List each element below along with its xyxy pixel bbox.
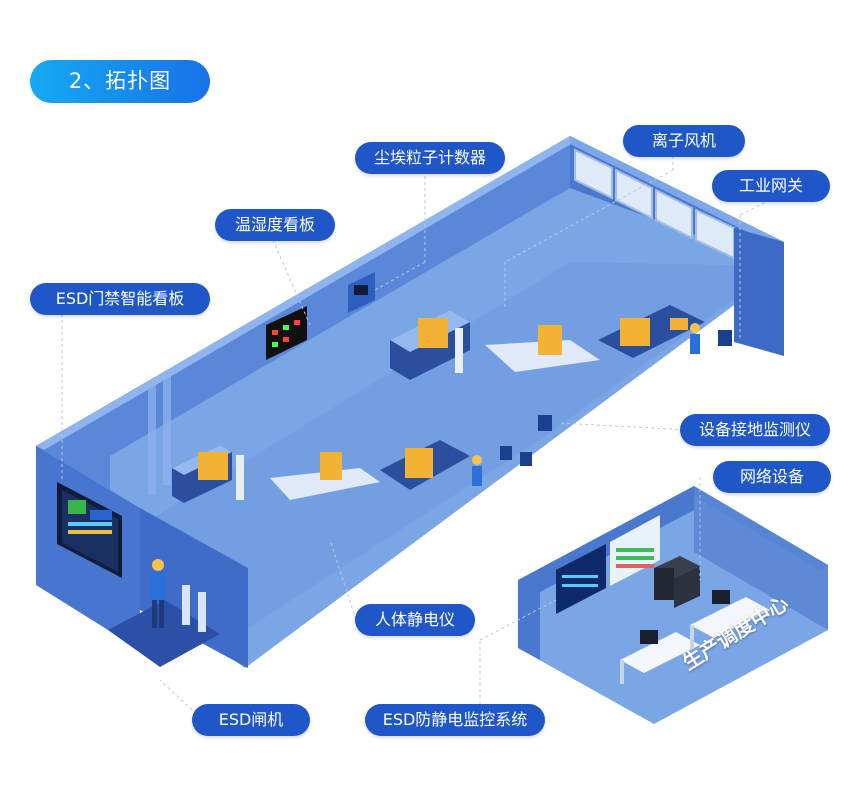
grounding-monitor-device [538,415,552,431]
label-body-static-meter: 人体静电仪 [355,604,475,636]
label-ion-fan: 离子风机 [623,125,745,157]
temp-humidity-board-screen [266,306,307,360]
leader-lines [61,150,771,711]
esd-access-board-screen [57,482,122,578]
control-desks [620,590,770,684]
control-room [518,486,828,724]
label-temp-humidity-board: 温湿度看板 [215,209,335,241]
label-dust-counter: 尘埃粒子计数器 [355,142,505,174]
section-title: 2、拓扑图 [30,60,210,103]
production-line-left [172,440,482,503]
label-esd-access-board: ESD门禁智能看板 [30,283,210,315]
label-network-device: 网络设备 [713,461,831,493]
dust-counter-device [348,272,375,313]
window-row [574,148,735,260]
gate-mat [108,600,220,667]
label-industrial-gateway: 工业网关 [712,170,830,202]
network-server-rack [654,556,700,608]
label-esd-monitor-system: ESD防静电监控系统 [365,704,545,736]
workshop-room [36,136,784,668]
worker-at-gate [150,559,166,628]
control-room-screens [556,515,660,614]
label-grounding-monitor: 设备接地监测仪 [680,414,830,446]
label-esd-gate: ESD闸机 [192,704,310,736]
production-line-right [390,305,705,380]
